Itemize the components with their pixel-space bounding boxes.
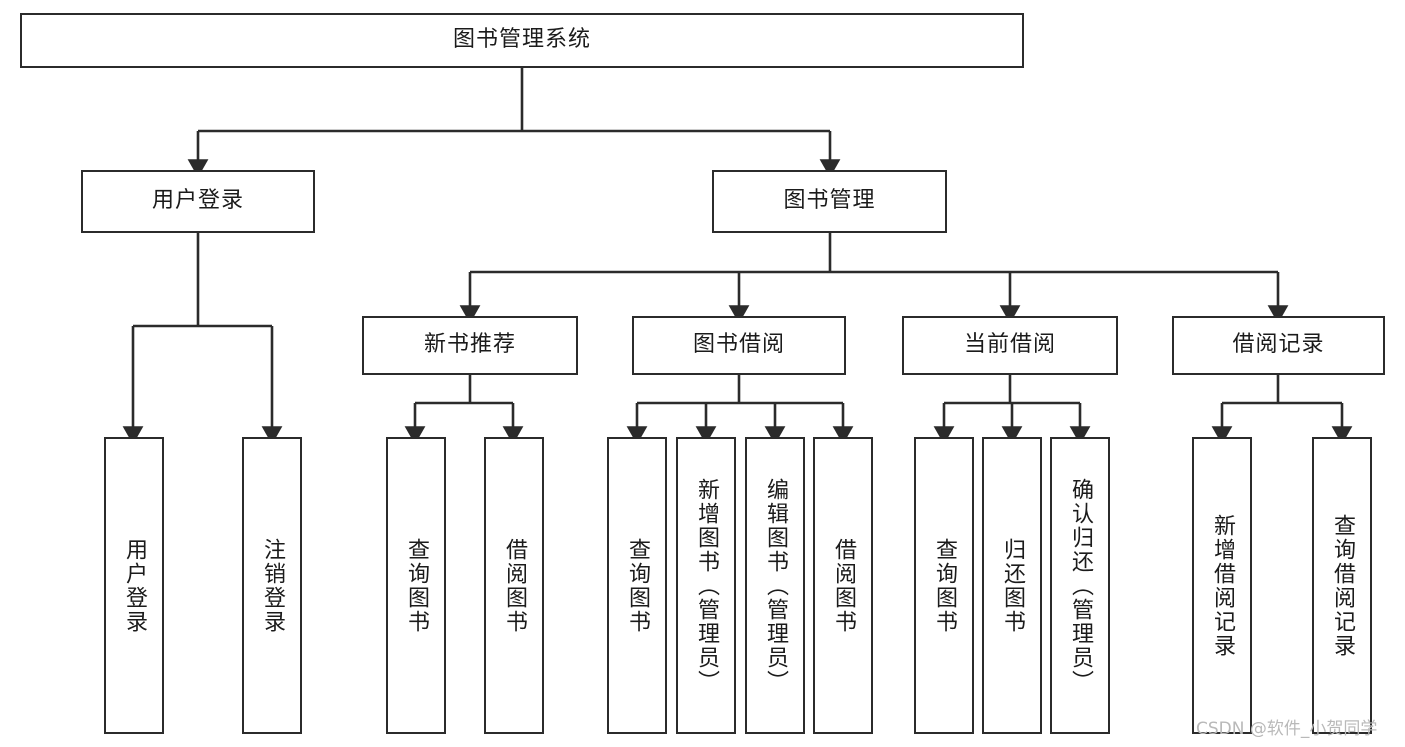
leaf-user-login-logout[interactable]: 注销登录 bbox=[242, 437, 302, 734]
node-label: 查询图书 bbox=[624, 537, 650, 634]
leaf-borrow-record-add[interactable]: 新增借阅记录 bbox=[1192, 437, 1252, 734]
node-label: 用户登录 bbox=[151, 188, 244, 214]
node-label: 查询图书 bbox=[403, 537, 429, 634]
leaf-book-borrow-edit[interactable]: 编辑图书（管理员） bbox=[745, 437, 805, 734]
leaf-current-borrow-confirm-return[interactable]: 确认归还（管理员） bbox=[1050, 437, 1110, 734]
leaf-current-borrow-query[interactable]: 查询图书 bbox=[914, 437, 974, 734]
leaf-book-borrow-query[interactable]: 查询图书 bbox=[607, 437, 667, 734]
node-label: 新增借阅记录 bbox=[1209, 513, 1235, 658]
node-label: 归还图书 bbox=[999, 537, 1025, 634]
node-borrow-record[interactable]: 借阅记录 bbox=[1172, 316, 1385, 375]
node-label: 借阅图书 bbox=[830, 537, 856, 634]
node-label: 当前借阅 bbox=[963, 332, 1056, 358]
leaf-user-login-login[interactable]: 用户登录 bbox=[104, 437, 164, 734]
watermark-text: CSDN @软件_小贺同学 bbox=[1196, 719, 1378, 739]
node-label: 图书管理 bbox=[783, 188, 876, 214]
leaf-current-borrow-return[interactable]: 归还图书 bbox=[982, 437, 1042, 734]
node-user-login[interactable]: 用户登录 bbox=[81, 170, 315, 233]
node-root-system[interactable]: 图书管理系统 bbox=[20, 13, 1024, 68]
node-label: 借阅图书 bbox=[501, 537, 527, 634]
leaf-new-book-query[interactable]: 查询图书 bbox=[386, 437, 446, 734]
node-label: 新书推荐 bbox=[423, 332, 516, 358]
node-label: 图书管理系统 bbox=[452, 27, 591, 53]
node-label: 用户登录 bbox=[121, 537, 147, 634]
node-label: 编辑图书（管理员） bbox=[762, 477, 788, 694]
leaf-new-book-borrow[interactable]: 借阅图书 bbox=[484, 437, 544, 734]
node-label: 查询借阅记录 bbox=[1329, 513, 1355, 658]
node-new-book-recommend[interactable]: 新书推荐 bbox=[362, 316, 578, 375]
node-label: 图书借阅 bbox=[692, 332, 785, 358]
leaf-book-borrow-add[interactable]: 新增图书（管理员） bbox=[676, 437, 736, 734]
node-label: 确认归还（管理员） bbox=[1067, 477, 1093, 694]
node-book-management[interactable]: 图书管理 bbox=[712, 170, 947, 233]
node-book-borrow[interactable]: 图书借阅 bbox=[632, 316, 846, 375]
node-label: 新增图书（管理员） bbox=[693, 477, 719, 694]
node-current-borrow[interactable]: 当前借阅 bbox=[902, 316, 1118, 375]
node-label: 注销登录 bbox=[259, 537, 285, 634]
leaf-book-borrow-borrow[interactable]: 借阅图书 bbox=[813, 437, 873, 734]
node-label: 查询图书 bbox=[931, 537, 957, 634]
leaf-borrow-record-query[interactable]: 查询借阅记录 bbox=[1312, 437, 1372, 734]
node-label: 借阅记录 bbox=[1232, 332, 1325, 358]
